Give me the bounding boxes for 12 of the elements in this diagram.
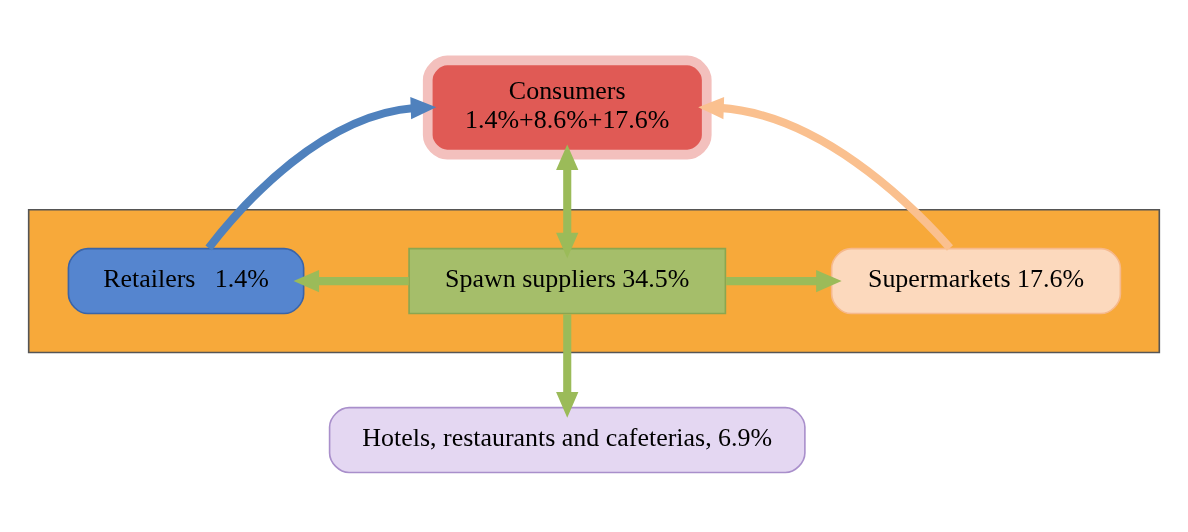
node-box: Spawn suppliers 34.5%: [408, 247, 727, 314]
arrow: [726, 269, 842, 292]
node-box: Supermarkets 17.6%: [830, 247, 1122, 314]
arrow: [556, 143, 579, 258]
node-box: Consumers 1.4%+8.6%+17.6%: [422, 55, 712, 159]
arrow: [556, 313, 579, 418]
arrow: [205, 96, 437, 250]
arrow: [293, 269, 409, 292]
cluster: [27, 208, 1161, 353]
arrow: [698, 96, 953, 251]
node-box: Hotels, restaurants and cafeterias, 6.9%: [328, 406, 806, 473]
node-box: Retailers 1.4%: [67, 247, 305, 314]
